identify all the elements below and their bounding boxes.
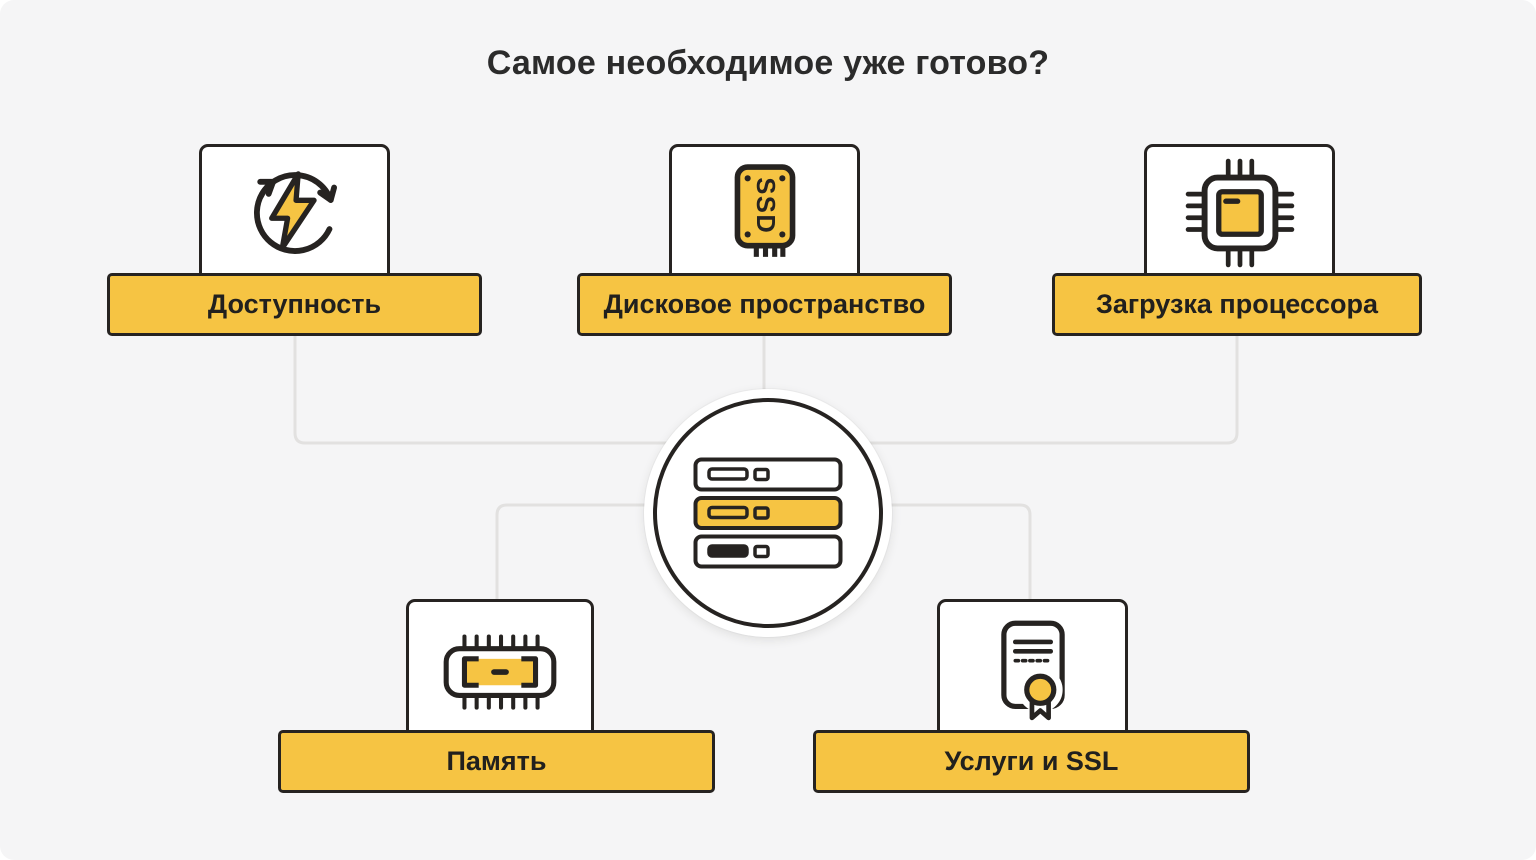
ssd-icon: SSD bbox=[734, 164, 795, 257]
services-ssl-icon-box bbox=[937, 599, 1128, 739]
cpu-load-icon-box bbox=[1144, 144, 1335, 282]
svg-text:SSD: SSD bbox=[751, 177, 779, 234]
services-ssl-label: Услуги и SSL bbox=[813, 730, 1250, 793]
memory-icon-box bbox=[406, 599, 594, 739]
memory-label: Память bbox=[278, 730, 715, 793]
disk-space-icon-box: SSD bbox=[669, 144, 860, 282]
availability-icon-box bbox=[199, 144, 390, 282]
page-title: Самое необходимое уже готово? bbox=[486, 44, 1050, 82]
certificate-icon bbox=[1000, 620, 1065, 721]
server-hub-circle bbox=[653, 398, 883, 628]
server-hub bbox=[644, 389, 892, 637]
disk-space-label: Дисковое пространство bbox=[577, 273, 952, 336]
ram-icon bbox=[443, 634, 557, 710]
cpu-chip-icon bbox=[1185, 158, 1294, 268]
cpu-load-label: Загрузка процессора bbox=[1052, 273, 1422, 336]
sync-lightning-icon bbox=[253, 171, 337, 254]
availability-label: Доступность bbox=[107, 273, 482, 336]
server-stack-icon bbox=[693, 457, 843, 569]
